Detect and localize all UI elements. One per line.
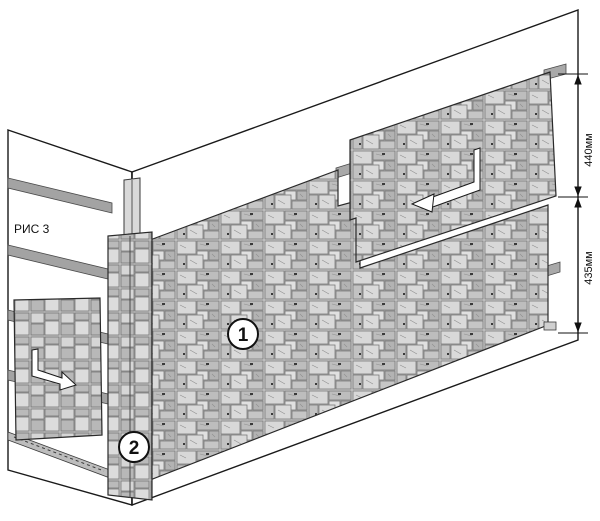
dimension-435-label: 435мм <box>583 251 595 284</box>
corner-profile <box>123 177 141 238</box>
wall-panel-upper <box>349 71 557 263</box>
wall-panel-left <box>13 297 103 441</box>
callout-2: 2 <box>118 431 150 463</box>
dimension-440-label: 440мм <box>583 133 595 166</box>
end-cap <box>543 321 557 331</box>
callout-1-label: 1 <box>238 325 249 346</box>
callout-1: 1 <box>227 318 259 350</box>
callout-2-label: 2 <box>129 438 140 459</box>
figure-label: РИС 3 <box>14 222 50 236</box>
dimension-lines <box>558 73 588 334</box>
wall-panel-main <box>149 169 549 481</box>
